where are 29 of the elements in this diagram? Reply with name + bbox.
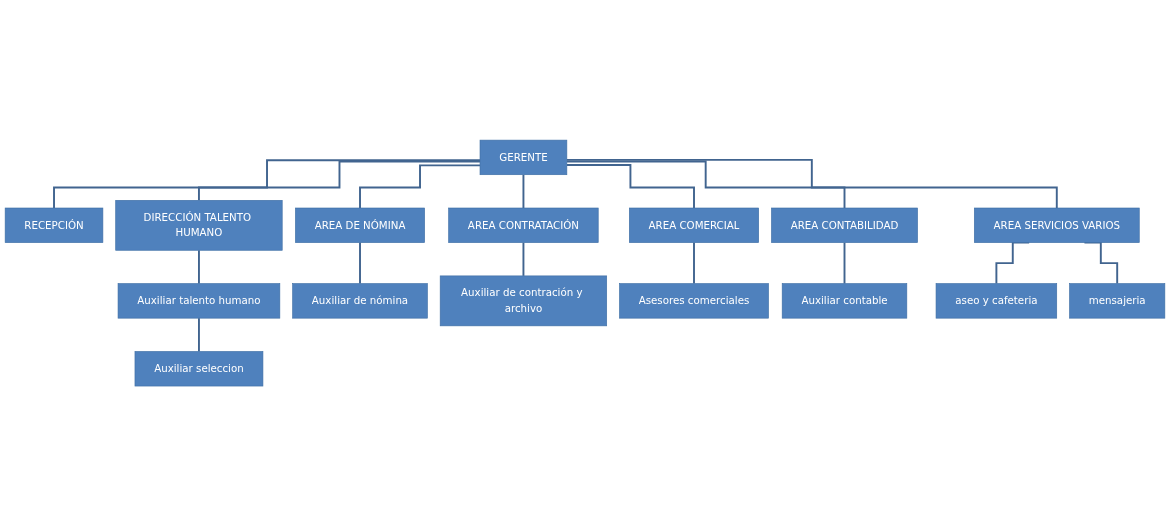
node-box: mensajeria	[1069, 283, 1166, 319]
connector	[198, 160, 481, 202]
node-box: DIRECCIÓN TALENTO HUMANO	[115, 200, 283, 251]
connector	[522, 242, 525, 278]
connector	[565, 164, 695, 210]
connector	[693, 242, 695, 285]
node-box: RECEPCIÓN	[4, 208, 104, 244]
node-box: AREA COMERCIAL	[629, 208, 759, 244]
node-box: Asesores comerciales	[619, 283, 769, 319]
node-box: AREA SERVICIOS VARIOS	[974, 208, 1140, 244]
connector	[565, 159, 1058, 210]
node-box: Auxiliar seleccion	[134, 351, 264, 387]
connector	[53, 159, 481, 210]
node-box: Auxiliar talento humano	[117, 283, 281, 319]
connector	[359, 164, 481, 210]
node-box: aseo y cafeteria	[935, 283, 1058, 319]
connector	[565, 160, 846, 210]
node-box: Auxiliar contable	[781, 283, 908, 319]
node-box: AREA CONTABILIDAD	[771, 208, 918, 244]
node-box: Auxiliar de contración y archivo	[439, 276, 607, 327]
connector	[198, 317, 200, 353]
node-box: GERENTE	[479, 140, 568, 176]
node-box: AREA DE NÓMINA	[295, 208, 425, 244]
node-box: AREA CONTRATACIÓN	[448, 208, 599, 244]
connector	[198, 249, 200, 285]
connector	[522, 174, 525, 210]
node-box: Auxiliar de nómina	[292, 283, 428, 319]
connector	[359, 242, 361, 285]
connector	[843, 242, 846, 285]
